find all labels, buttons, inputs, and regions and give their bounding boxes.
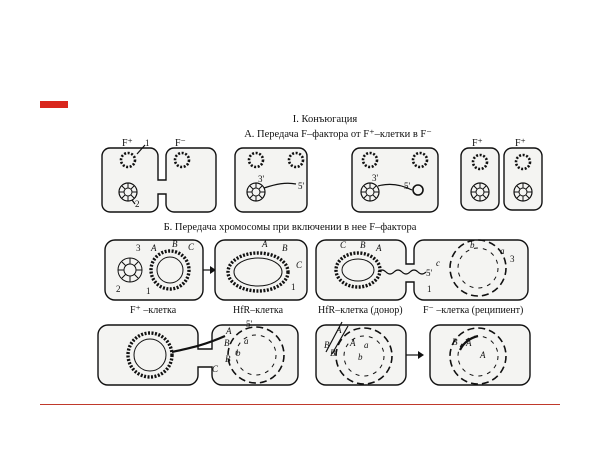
label-A: A	[225, 326, 232, 336]
label-A: A	[479, 350, 486, 360]
caption-f-minus-recipient: F⁻ –клетка (реципиент)	[423, 305, 523, 316]
label-3: 3	[510, 254, 515, 264]
label-A: A	[375, 243, 382, 253]
label-3prime: 3'	[258, 174, 265, 184]
label-3prime: 3'	[372, 173, 379, 183]
section-b-heading: Б. Передача хромосомы при включении в не…	[164, 222, 417, 233]
label-5prime: 5'	[404, 181, 411, 191]
label-3: 3	[136, 243, 141, 253]
label-f-plus: F⁺	[122, 138, 133, 149]
label-A: A	[465, 338, 472, 348]
section-a-panel-3: 3' 5'	[351, 147, 439, 213]
label-f-plus: F⁺	[515, 138, 526, 149]
label-A: A	[335, 325, 342, 335]
label-c: c	[436, 258, 440, 268]
label-B: B	[452, 337, 458, 347]
label-B: B	[324, 340, 330, 350]
label-a: a	[244, 336, 249, 346]
section-b-panel-hfr: A B C 1 HfR–клетка	[214, 239, 308, 316]
label-1: 1	[146, 286, 151, 296]
label-1: 1	[145, 138, 150, 148]
label-b: b	[358, 352, 363, 362]
section-b-panel-row2-recombine: A B B A a b	[315, 321, 407, 386]
caption-hfr-cell: HfR–клетка	[233, 305, 284, 316]
section-a-panel-2: 3' 5'	[234, 147, 308, 213]
label-B: B	[225, 354, 231, 364]
label-2: 2	[135, 199, 140, 209]
label-B: B	[282, 243, 288, 253]
label-A: A	[349, 338, 356, 348]
bottom-rule	[40, 404, 560, 405]
caption-hfr-donor: HfR–клетка (донор)	[318, 305, 403, 316]
label-1: 1	[427, 284, 432, 294]
label-b: b	[236, 348, 241, 358]
figure-title: I. Конъюгация	[293, 114, 358, 125]
section-b-panel-row2-final: B A A	[429, 324, 531, 386]
label-B: B	[330, 348, 336, 358]
accent-bar	[40, 101, 68, 108]
label-5prime: 5'	[426, 268, 433, 278]
label-A: A	[261, 239, 268, 249]
label-A: A	[150, 243, 157, 253]
label-B: B	[224, 338, 230, 348]
label-2: 2	[116, 284, 121, 294]
label-B: B	[360, 240, 366, 250]
arrow-2	[406, 351, 424, 359]
section-a-panel-4: F⁺ F⁺	[460, 138, 543, 211]
label-5prime: 5'	[298, 181, 305, 191]
label-C: C	[188, 242, 195, 252]
section-b-panel-f-plus: 3 A B C 2 1 F⁺ –клетка	[104, 239, 204, 316]
label-C: C	[340, 240, 347, 250]
section-b-panel-transfer: C B A 1 5' c b a 3 HfR–клетка (донор) F⁻…	[315, 239, 529, 316]
caption-f-plus-cell: F⁺ –клетка	[130, 305, 177, 316]
label-a: a	[364, 340, 369, 350]
section-a-heading: А. Передача F–фактора от F⁺–клетки в F⁻	[244, 129, 432, 140]
label-f-minus: F⁻	[175, 138, 186, 149]
label-B: B	[172, 239, 178, 249]
label-C: C	[212, 364, 219, 374]
label-C: C	[296, 260, 303, 270]
label-1: 1	[291, 282, 296, 292]
label-a: a	[500, 246, 505, 256]
label-f-plus: F⁺	[472, 138, 483, 149]
label-b: b	[470, 240, 475, 250]
section-a-panel-1: F⁺ F⁻ 1 2	[101, 138, 217, 213]
arrow-1	[203, 266, 216, 274]
section-b-panel-row2-transfer: A 5' B a b B C	[97, 319, 299, 386]
label-5prime: 5'	[246, 319, 253, 329]
